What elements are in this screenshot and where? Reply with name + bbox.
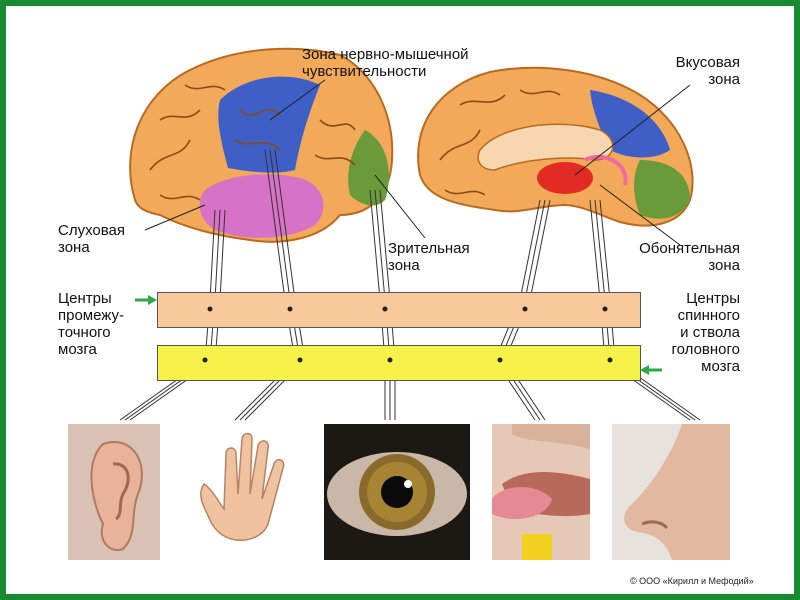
medial-visual-zone <box>634 160 690 219</box>
olfactory-zone-arc <box>584 154 628 186</box>
right-brain <box>417 66 694 227</box>
neuro-muscular-zone <box>218 76 320 173</box>
band-stem <box>157 345 641 381</box>
photo-eye <box>324 424 470 560</box>
label-diencephalon-centers: Центры промежу- точного мозга <box>58 290 124 358</box>
label-visual-zone: Зрительная зона <box>388 240 470 274</box>
label-neuro-muscular-zone: Зона нервно-мышечной чувствительности <box>302 46 469 80</box>
photo-hand <box>182 424 300 560</box>
label-auditory-zone: Слуховая зона <box>58 222 126 256</box>
visual-zone <box>348 130 389 206</box>
photo-ear <box>68 424 160 560</box>
arrow-diencephalon <box>135 295 157 305</box>
nerve-pathways <box>119 149 701 421</box>
label-olfactory-zone: Обонятельная зона <box>639 240 740 274</box>
arrow-stem <box>640 365 662 375</box>
band-diencephalon <box>157 292 641 328</box>
corpus-callosum <box>477 123 614 171</box>
left-brain <box>129 47 394 243</box>
label-taste-zone: Вкусовая зона <box>675 54 740 88</box>
copyright-text: © ООО «Кирилл и Мефодий» <box>630 576 754 586</box>
taste-zone <box>537 162 593 194</box>
label-pointers <box>144 79 691 246</box>
photo-tongue <box>492 424 590 560</box>
label-spinal-stem-centers: Центры спинного и ствола головного мозга <box>671 290 741 375</box>
photo-nose <box>612 424 730 560</box>
auditory-zone <box>199 174 324 238</box>
